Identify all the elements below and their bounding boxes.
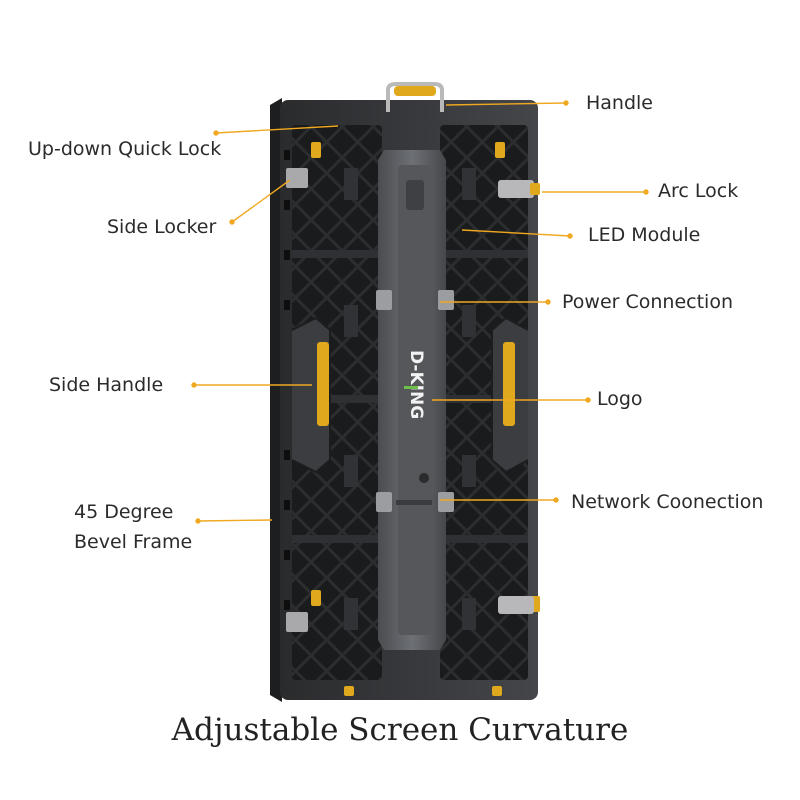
label-logo: Logo xyxy=(597,388,643,410)
quick-locks xyxy=(311,142,540,696)
label-side-handle: Side Handle xyxy=(49,374,164,396)
caption: Adjustable Screen Curvature xyxy=(171,712,629,748)
center-spine: D-KING xyxy=(378,150,446,650)
label-arc-lock: Arc Lock xyxy=(658,180,739,202)
label-led-module: LED Module xyxy=(588,224,701,246)
led-module-panels xyxy=(292,125,528,680)
label-network-connection: Network Coonection xyxy=(571,491,764,513)
label-side-locker: Side Locker xyxy=(107,216,217,238)
top-handle xyxy=(386,82,444,112)
leader-up-down-quick-lock xyxy=(215,125,339,134)
leader-led-module xyxy=(461,229,571,237)
leader-handle xyxy=(445,102,567,106)
label-bevel-frame-line1: 45 Degree xyxy=(74,501,174,523)
label-handle: Handle xyxy=(586,92,654,114)
frame-holes xyxy=(284,150,290,610)
leader-bevel-frame xyxy=(197,519,273,522)
leader-side-locker xyxy=(231,179,291,223)
label-up-down-quick-lock: Up-down Quick Lock xyxy=(28,138,222,160)
logo-mark: D-KING xyxy=(406,350,426,419)
side-lockers xyxy=(286,168,308,632)
label-bevel-frame-line2: Bevel Frame xyxy=(74,531,193,553)
label-power-connection: Power Connection xyxy=(562,291,733,313)
arc-locks xyxy=(498,180,540,614)
left-side-handle xyxy=(291,316,331,474)
connectors xyxy=(376,290,454,512)
right-side-handle xyxy=(491,316,529,474)
leader-lines xyxy=(191,100,649,524)
